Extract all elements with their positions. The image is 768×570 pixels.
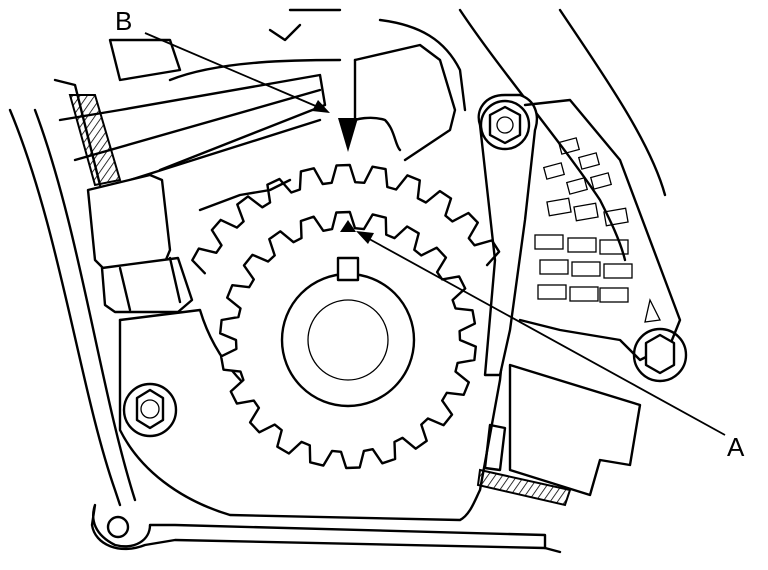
outer-sprocket — [191, 163, 501, 275]
timing-mark-a — [340, 220, 356, 232]
perforated-bracket — [518, 98, 682, 362]
cam-housing-bracket — [58, 43, 457, 212]
key-slot — [336, 256, 360, 282]
callout-label-a: A — [727, 432, 745, 462]
timing-mark-b — [338, 118, 358, 152]
tensioner-arm — [477, 93, 539, 377]
callout-label-b: B — [115, 6, 132, 36]
outer-cover-outline — [8, 8, 667, 554]
wire-harness — [53, 38, 182, 187]
right-bolt — [632, 327, 688, 383]
callout-leaders — [144, 32, 726, 436]
actuator-block — [476, 363, 642, 507]
lower-left-bolt — [122, 382, 178, 438]
inner-sprocket — [219, 210, 477, 470]
sensor-connector — [86, 173, 194, 314]
timing-marks — [338, 118, 358, 232]
